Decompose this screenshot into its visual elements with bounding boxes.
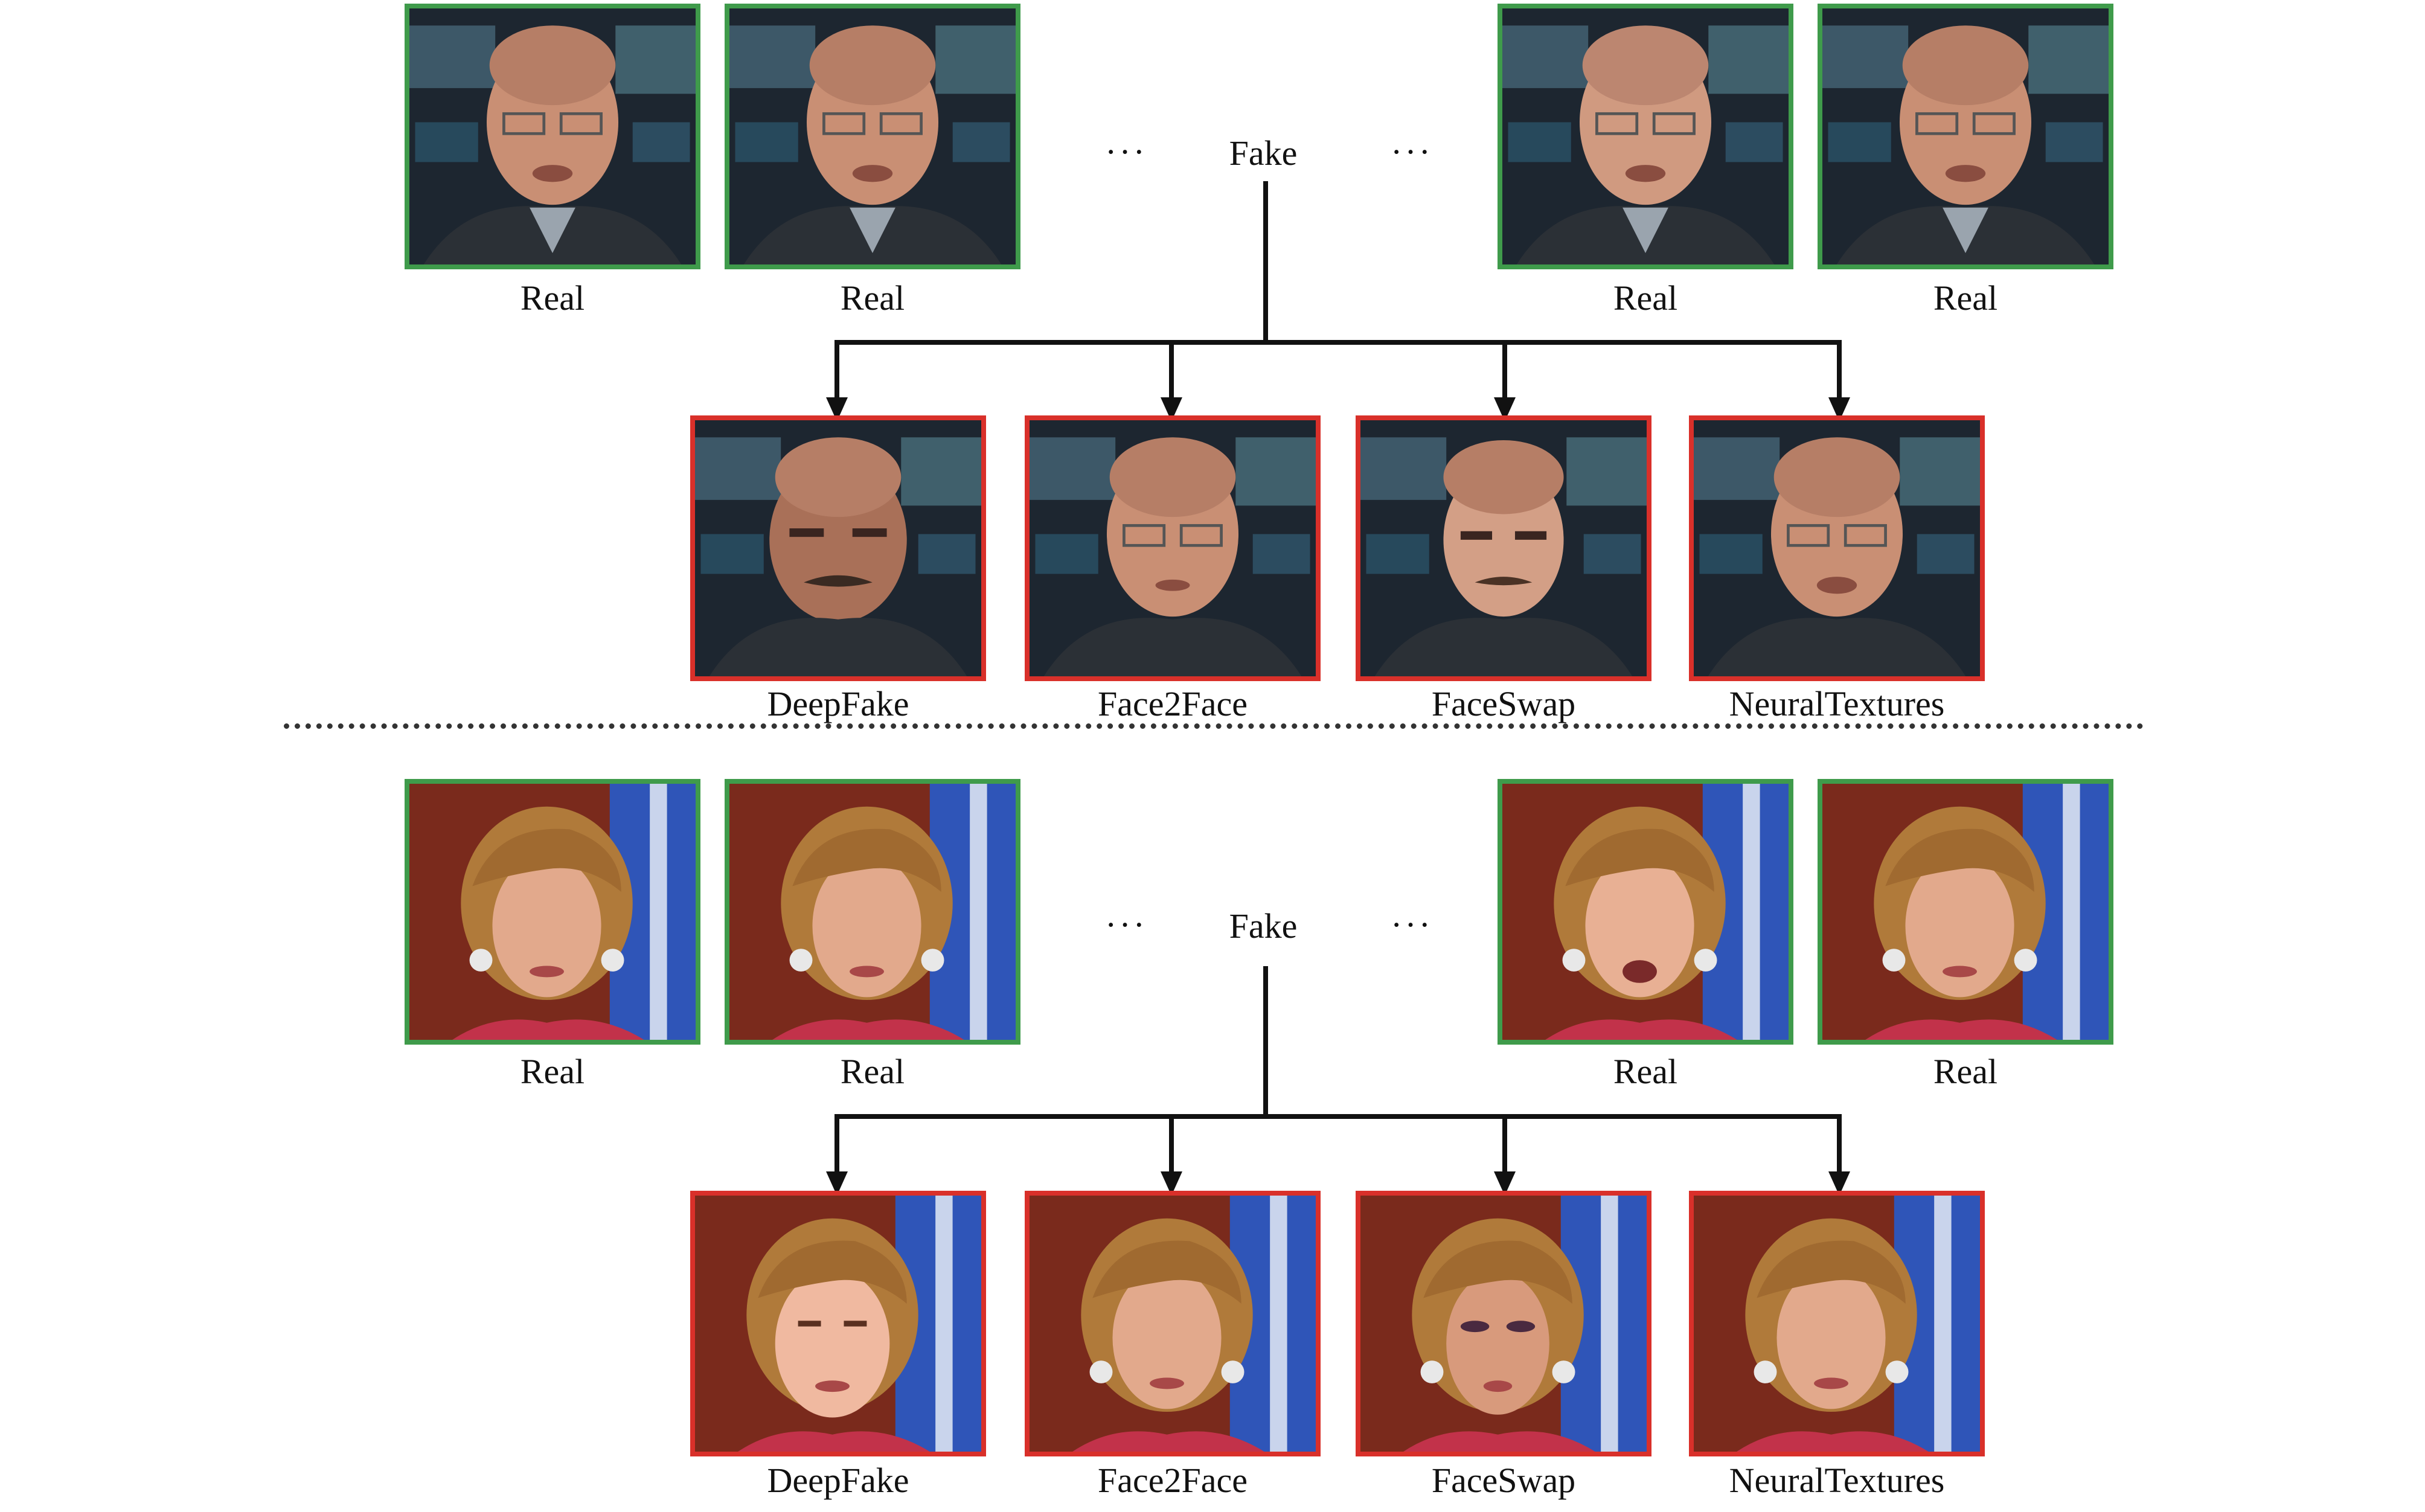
real-frame: [1498, 4, 1793, 269]
fake-frame: [1025, 1191, 1321, 1456]
face-photo: [1502, 8, 1789, 264]
face-photo: [1030, 420, 1316, 676]
method-label: Face2Face: [1098, 684, 1248, 723]
fake-frame: [1025, 415, 1321, 681]
real-frame: [1498, 779, 1793, 1045]
face-photo: [1360, 420, 1647, 676]
real-label: Real: [840, 278, 905, 318]
real-frame: [1818, 4, 2113, 269]
connector-line: [834, 1114, 839, 1174]
method-label: NeuralTextures: [1729, 684, 1945, 723]
fake-label: Fake: [1229, 906, 1298, 946]
fake-frame: [1689, 1191, 1985, 1456]
connector-line: [1502, 1114, 1507, 1174]
real-label: Real: [1613, 1052, 1678, 1091]
face-photo: [695, 420, 981, 676]
real-frame: [725, 4, 1020, 269]
fake-frame: [1356, 415, 1651, 681]
fake-frame: [690, 415, 986, 681]
real-label: Real: [840, 1052, 905, 1091]
method-label: DeepFake: [767, 684, 909, 723]
face-photo: [729, 8, 1016, 264]
method-label: FaceSwap: [1431, 1461, 1576, 1500]
fake-frame: [1356, 1191, 1651, 1456]
connector-line: [1263, 966, 1268, 1117]
ellipsis: ···: [1105, 905, 1147, 944]
ellipsis: ···: [1391, 905, 1433, 944]
method-label: Face2Face: [1098, 1461, 1248, 1500]
face-photo: [695, 1196, 981, 1452]
face-photo: [1822, 784, 2109, 1040]
connector-line: [1169, 1114, 1174, 1174]
connector-line: [1837, 340, 1842, 400]
real-frame: [725, 779, 1020, 1045]
connector-line: [1263, 181, 1268, 343]
real-frame: [405, 779, 700, 1045]
connector-line: [1169, 340, 1174, 400]
face-photo: [1502, 784, 1789, 1040]
fake-frame: [1689, 415, 1985, 681]
fake-label: Fake: [1229, 133, 1298, 173]
real-label: Real: [1613, 278, 1678, 318]
ellipsis: ···: [1105, 132, 1147, 171]
method-label: FaceSwap: [1431, 684, 1576, 723]
real-label: Real: [1933, 1052, 1998, 1091]
face-photo: [1360, 1196, 1647, 1452]
face-photo: [1694, 420, 1980, 676]
method-label: DeepFake: [767, 1461, 909, 1500]
fake-frame: [690, 1191, 986, 1456]
connector-line: [1837, 1114, 1842, 1174]
face-photo: [1030, 1196, 1316, 1452]
connector-line: [834, 340, 839, 400]
face-photo: [1822, 8, 2109, 264]
real-label: Real: [1933, 278, 1998, 318]
face-photo: [409, 784, 696, 1040]
group-divider: [284, 723, 2144, 729]
connector-line: [834, 1114, 1842, 1119]
ellipsis: ···: [1391, 132, 1433, 171]
real-frame: [405, 4, 700, 269]
connector-line: [834, 340, 1842, 345]
real-label: Real: [520, 1052, 585, 1091]
face-photo: [729, 784, 1016, 1040]
connector-line: [1502, 340, 1507, 400]
face-photo: [1694, 1196, 1980, 1452]
method-label: NeuralTextures: [1729, 1461, 1945, 1500]
face-photo: [409, 8, 696, 264]
real-frame: [1818, 779, 2113, 1045]
real-label: Real: [520, 278, 585, 318]
